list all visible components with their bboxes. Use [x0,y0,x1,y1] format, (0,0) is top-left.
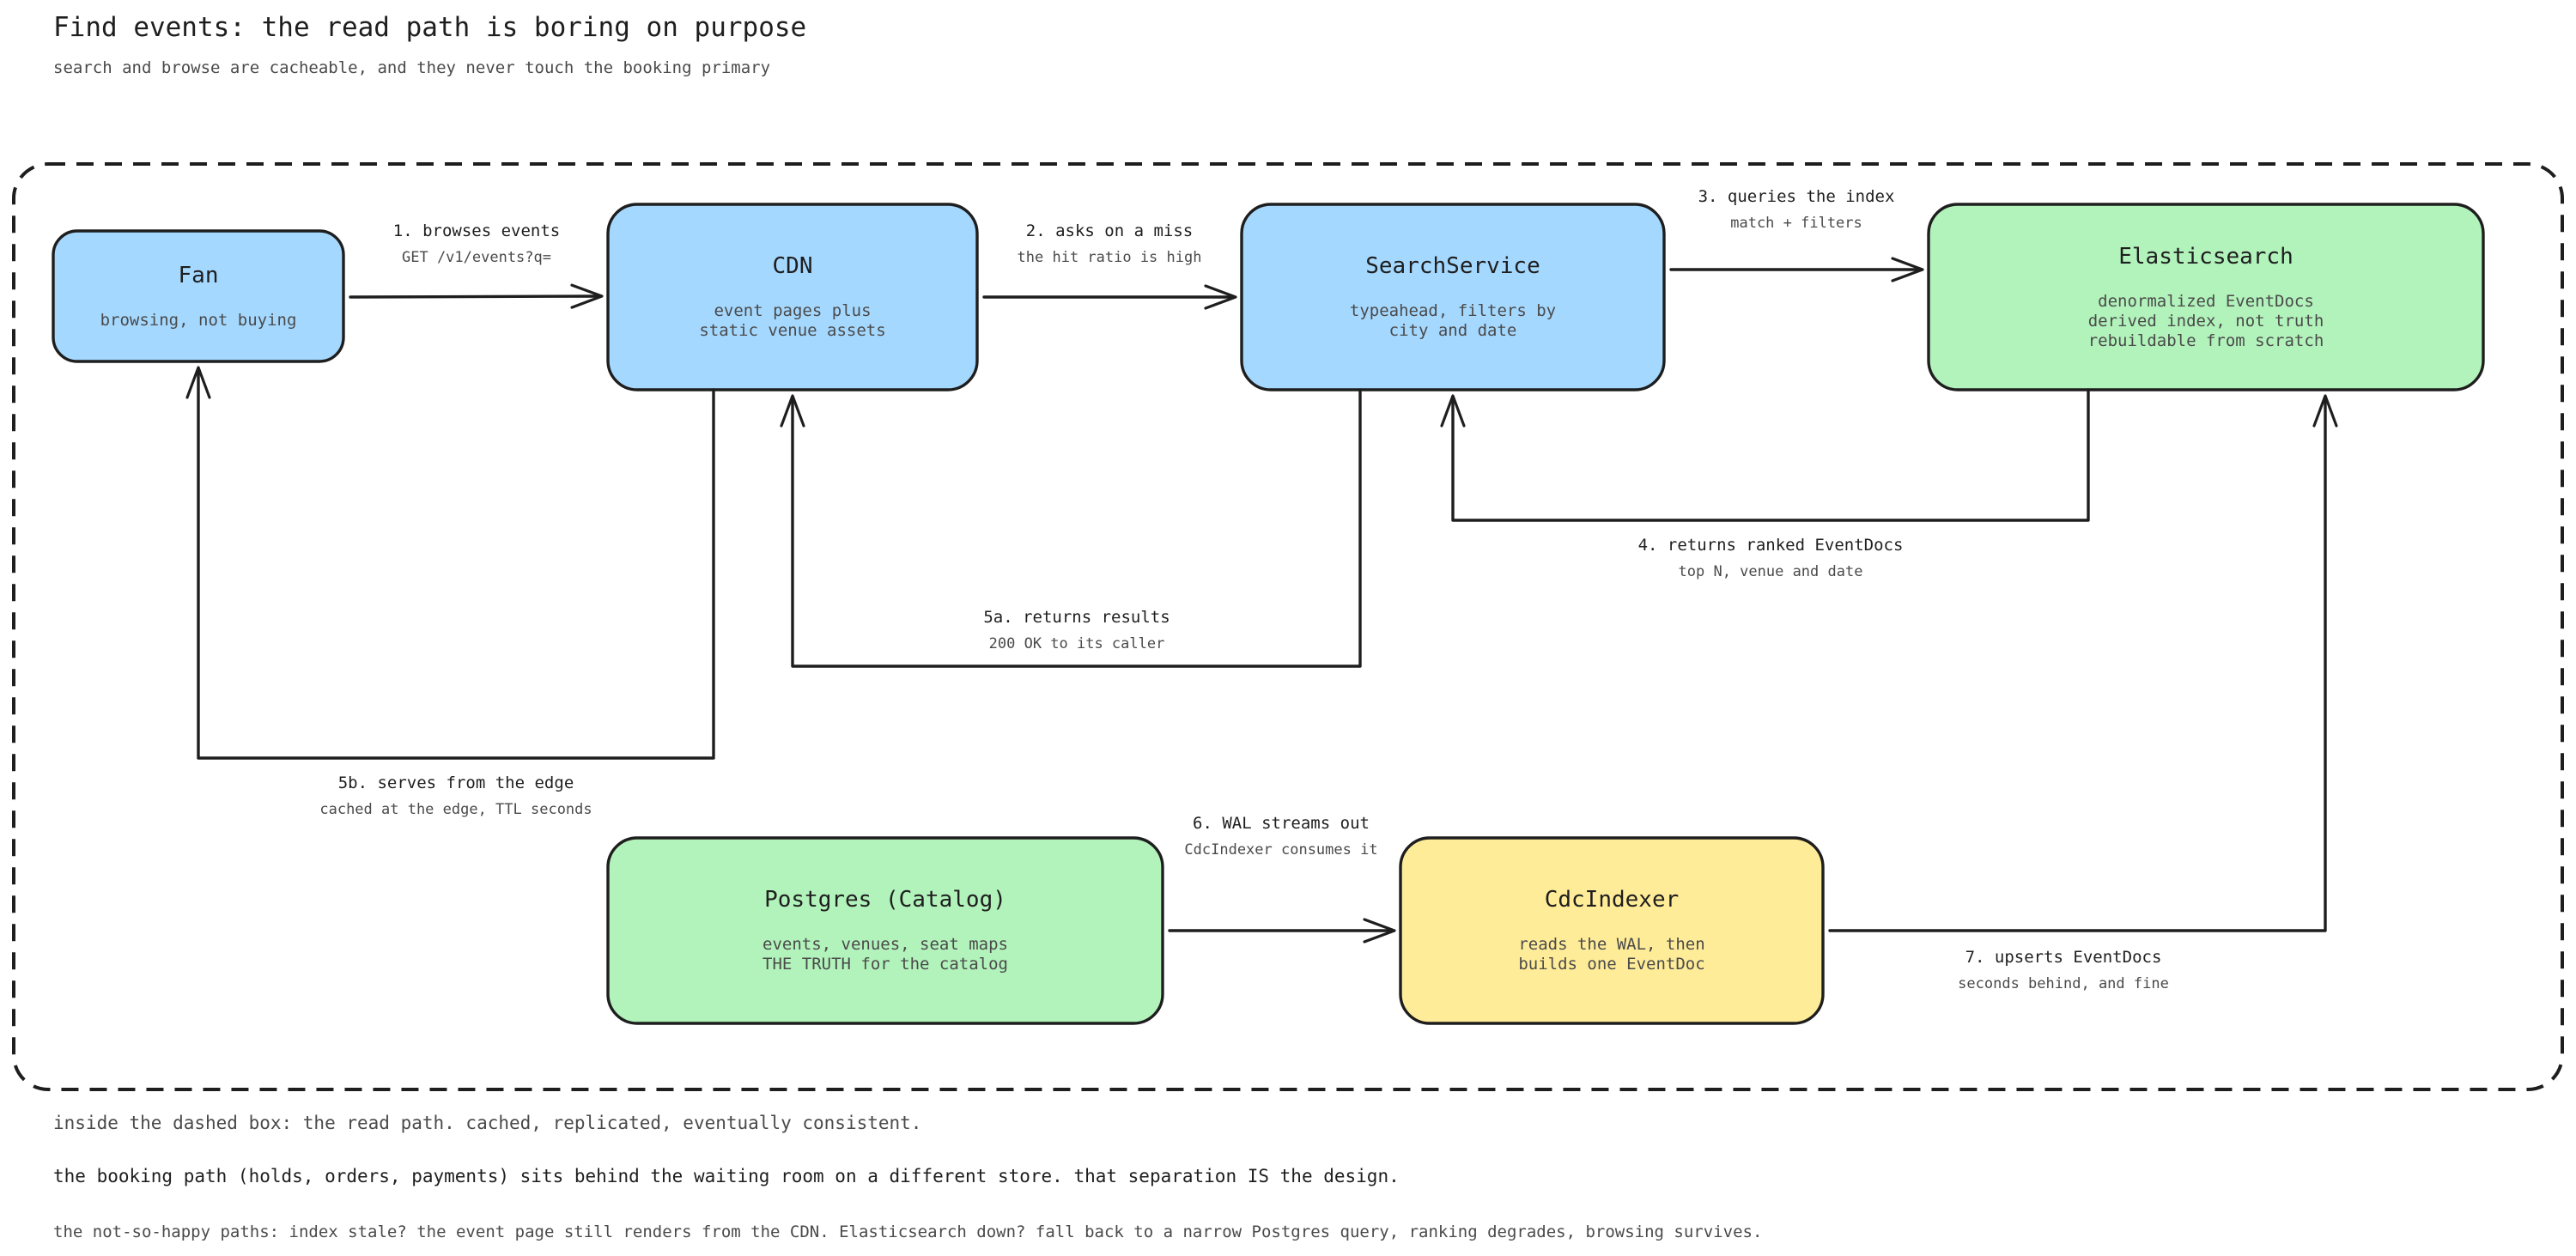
postgres-desc: events, venues, seat maps THE TRUTH for … [762,935,1008,974]
edge-5b-arrow [185,366,715,760]
elasticsearch-title: Elasticsearch [2118,243,2293,270]
edge-3-label: 3. queries the index match + filters [1698,187,1895,232]
cdc-indexer-box[interactable] [1399,836,1825,1025]
edge-4-name: 4. returns ranked EventDocs [1637,536,1904,555]
footer-failure-modes-note: the not-so-happy paths: index stale? the… [53,1223,1763,1241]
cdc-indexer-desc: reads the WAL, then builds one EventDoc [1518,935,1705,974]
edge-3-note: match + filters [1730,215,1862,232]
cdc-indexer-title: CdcIndexer [1544,887,1680,913]
search-service-node[interactable]: SearchService typeahead, filters by city… [1242,204,1664,390]
edge-6-note: CdcIndexer consumes it [1184,841,1378,859]
cdn-box[interactable] [606,203,979,391]
page-subtitle: search and browse are cacheable, and the… [53,58,771,77]
edge-5a-note: 200 OK to its caller [988,635,1165,652]
footer-booking-path-note: the booking path (holds, orders, payment… [53,1166,1400,1186]
edge-1-label: 1. browses events GET /v1/events?q= [393,221,560,266]
edge-1-note: GET /v1/events?q= [402,249,551,266]
edge-7-name: 7. upserts EventDocs [1965,948,2162,967]
search-service-desc: typeahead, filters by city and date [1349,301,1557,340]
edge-6-label: 6. WAL streams out CdcIndexer consumes i… [1184,814,1377,859]
footer-read-path-note: inside the dashed box: the read path. ca… [53,1113,922,1133]
elasticsearch-node[interactable]: Elasticsearch denormalized EventDocs der… [1929,204,2483,390]
elasticsearch-box[interactable] [1927,203,2485,391]
cdn-title: CDN [772,253,813,279]
edge-5b-name: 5b. serves from the edge [337,774,574,792]
postgres-node[interactable]: Postgres (Catalog) events, venues, seat … [608,838,1163,1023]
edge-4-arrow [1440,388,2090,522]
edge-5b-note: cached at the edge, TTL seconds [319,801,592,818]
edge-7-arrow [1828,394,2338,932]
search-service-title: SearchService [1365,253,1540,279]
edge-5a-arrow [780,388,1362,668]
edge-1-arrow [349,283,604,309]
fan-title: Fan [178,262,219,288]
fan-box[interactable] [52,229,345,363]
edge-5a-label: 5a. returns results 200 OK to its caller [983,608,1170,652]
edge-4-note: top N, venue and date [1678,563,1863,580]
cdc-indexer-node[interactable]: CdcIndexer reads the WAL, then builds on… [1400,838,1823,1023]
edge-5b-label: 5b. serves from the edge cached at the e… [319,774,592,818]
edge-6-name: 6. WAL streams out [1193,814,1370,833]
edge-7-label: 7. upserts EventDocs seconds behind, and… [1958,948,2169,992]
fan-node[interactable]: Fan browsing, not buying [53,231,343,361]
read-path-boundary [12,162,2564,1091]
edge-2-label: 2. asks on a miss the hit ratio is high [1018,221,1202,266]
edge-7-note: seconds behind, and fine [1958,975,2169,992]
postgres-box[interactable] [606,836,1164,1025]
cdn-node[interactable]: CDN event pages plus static venue assets [608,204,977,390]
edge-4-label: 4. returns ranked EventDocs top N, venue… [1638,536,1904,580]
edge-2-note: the hit ratio is high [1017,249,1202,266]
elasticsearch-desc: denormalized EventDocs derived index, no… [2087,291,2324,350]
postgres-title: Postgres (Catalog) [764,887,1006,913]
edge-2-name: 2. asks on a miss [1025,221,1194,240]
edge-1-name: 1. browses events [392,221,561,240]
cdn-desc: event pages plus static venue assets [699,301,886,340]
edge-5a-name: 5a. returns results [983,608,1170,627]
search-service-box[interactable] [1240,203,1666,391]
page-title: Find events: the read path is boring on … [53,12,807,43]
fan-desc: browsing, not buying [100,310,297,330]
edge-3-name: 3. queries the index [1698,187,1895,206]
